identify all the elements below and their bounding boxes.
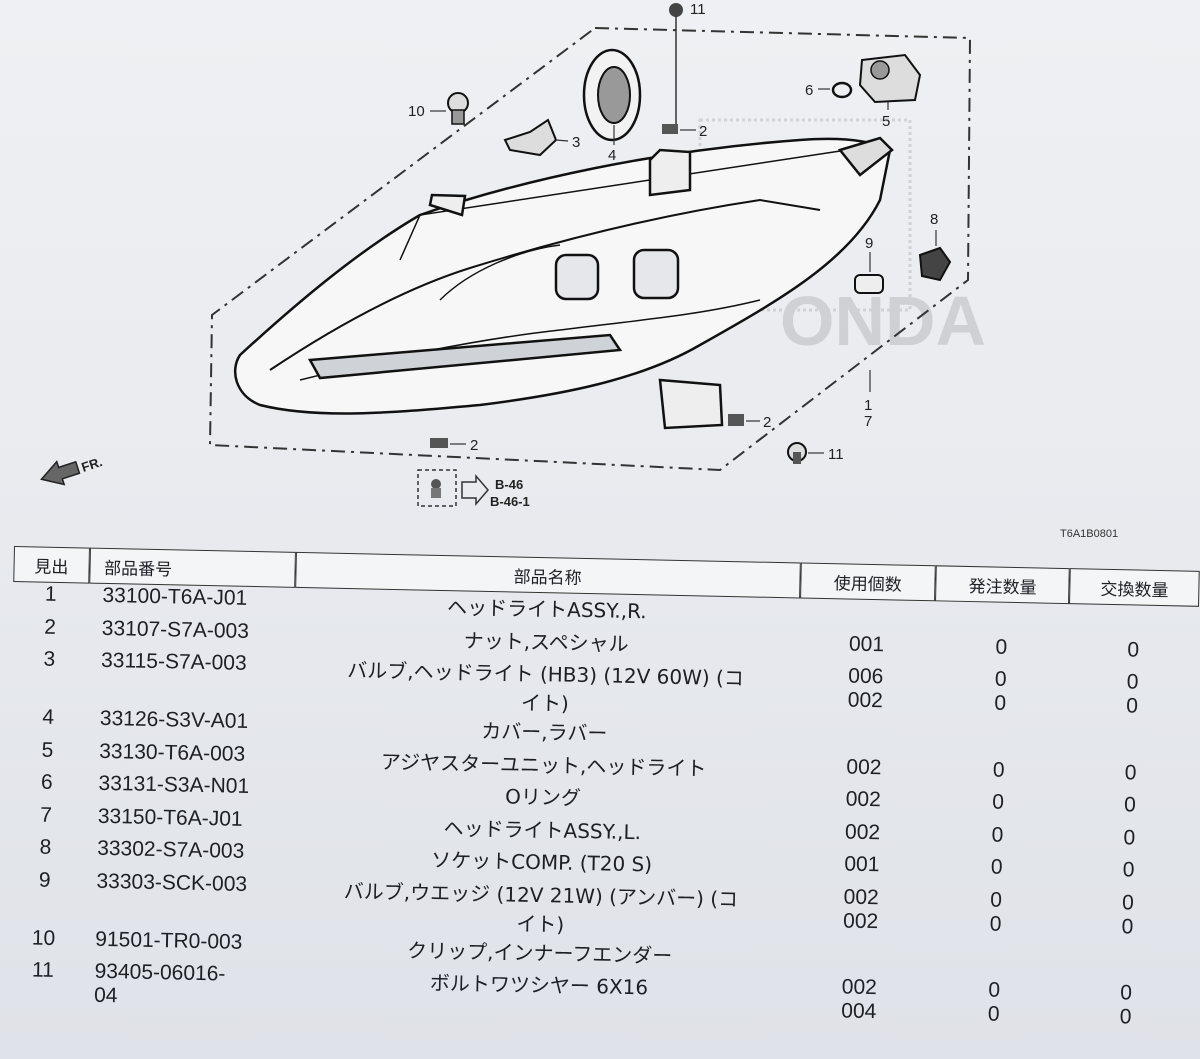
callout-9: 9	[865, 235, 873, 252]
part-8-socket	[918, 230, 952, 282]
headlight-housing	[233, 136, 894, 430]
header-no: 見出	[13, 546, 90, 584]
ref-label-b46: B-46	[495, 477, 523, 492]
callout-2-right: 2	[763, 414, 771, 431]
part-2-nut-bottom-right	[728, 414, 760, 426]
part-3-bulb	[503, 118, 569, 157]
callout-3: 3	[572, 134, 580, 151]
part-9-wedge-bulb	[854, 252, 884, 294]
callout-5: 5	[882, 113, 890, 130]
header-part-number: 部品番号	[88, 547, 296, 588]
callout-2-top: 2	[699, 123, 707, 140]
headlight-parts-diagram: ONDA	[40, 1, 1118, 540]
header-replace-quantity: 交換数量	[1069, 568, 1200, 607]
part-2-nut-top	[662, 124, 696, 134]
callout-11-top: 11	[690, 1, 706, 18]
assembly-outline	[208, 26, 972, 472]
part-5-adjuster	[858, 53, 922, 110]
front-direction-arrow: FR.	[40, 454, 105, 486]
part-2-nut-bottom-left	[430, 438, 466, 448]
parts-table: 見出 部品番号 部品名称 使用個数 発注数量 交換数量 1 33100-T6A-…	[4, 546, 1200, 1031]
part-6-o-ring	[818, 81, 853, 99]
callout-4: 4	[608, 147, 616, 164]
header-order-quantity: 発注数量	[935, 565, 1071, 605]
callout-11-bottom: 11	[828, 446, 844, 463]
callout-6: 6	[805, 82, 813, 99]
svg-text:ONDA: ONDA	[780, 282, 986, 360]
callout-10: 10	[408, 103, 425, 120]
callout-7: 7	[864, 413, 872, 430]
callout-8: 8	[930, 211, 938, 228]
reference-pointer: B-46 B-46-1	[417, 469, 530, 509]
part-4-rubber-cover	[582, 48, 642, 145]
header-quantity-used: 使用個数	[799, 562, 936, 602]
callout-1: 1	[864, 397, 872, 414]
callout-2-left: 2	[470, 437, 478, 454]
ref-label-b46-1: B-46-1	[490, 494, 530, 509]
part-10-clip	[430, 92, 469, 125]
part-11-bolt-top	[669, 3, 683, 130]
part-11-bolt-bottom	[787, 442, 824, 464]
brand-watermark: ONDA	[698, 118, 986, 360]
svg-text:FR.: FR.	[80, 454, 105, 475]
drawing-code: T6A1B0801	[1060, 528, 1118, 540]
